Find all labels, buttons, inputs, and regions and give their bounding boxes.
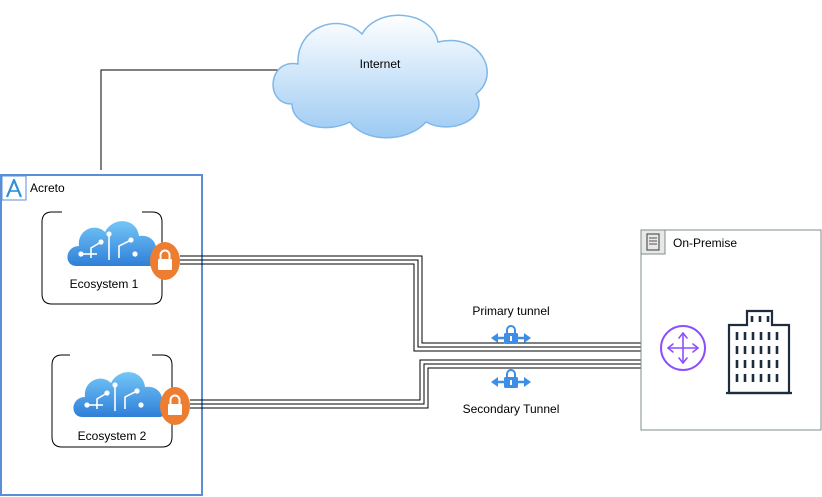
internet-connector-line — [100, 69, 278, 170]
server-icon — [640, 229, 666, 255]
tunnel-lock-arrows-icon — [491, 325, 531, 344]
ecosystem-1: Ecosystem 1 — [41, 211, 163, 305]
primary-tunnel-lines — [180, 255, 662, 352]
ecosystem-2-label: Ecosystem 2 — [78, 429, 147, 443]
padlock-icon — [160, 387, 190, 425]
cloud-circuit-icon — [67, 221, 161, 266]
building-icon — [726, 309, 792, 395]
ecosystem-1-frame — [41, 211, 163, 305]
internet-cloud: Internet — [272, 14, 488, 139]
ecosystem-2-frame — [51, 354, 173, 448]
acreto-logo-icon — [1, 175, 27, 201]
internet-label: Internet — [360, 57, 401, 71]
on-premise-group: On-Premise — [640, 229, 822, 431]
secondary-tunnel-lines — [190, 359, 662, 409]
acreto-group-border — [0, 174, 203, 496]
cloud-circuit-icon — [73, 372, 167, 417]
padlock-icon — [150, 242, 180, 280]
on-premise-label: On-Premise — [673, 236, 737, 250]
ecosystem-2: Ecosystem 2 — [51, 354, 173, 448]
on-premise-border — [640, 229, 822, 431]
cloud-icon — [272, 14, 488, 139]
acreto-label: Acreto — [30, 181, 65, 195]
secondary-tunnel-label: Secondary Tunnel — [463, 402, 560, 416]
tunnel-lock-arrows-icon — [491, 369, 531, 388]
acreto-group: Acreto — [0, 174, 203, 496]
router-icon — [660, 325, 706, 371]
ecosystem-1-label: Ecosystem 1 — [70, 277, 139, 291]
primary-tunnel-label: Primary tunnel — [472, 304, 549, 318]
